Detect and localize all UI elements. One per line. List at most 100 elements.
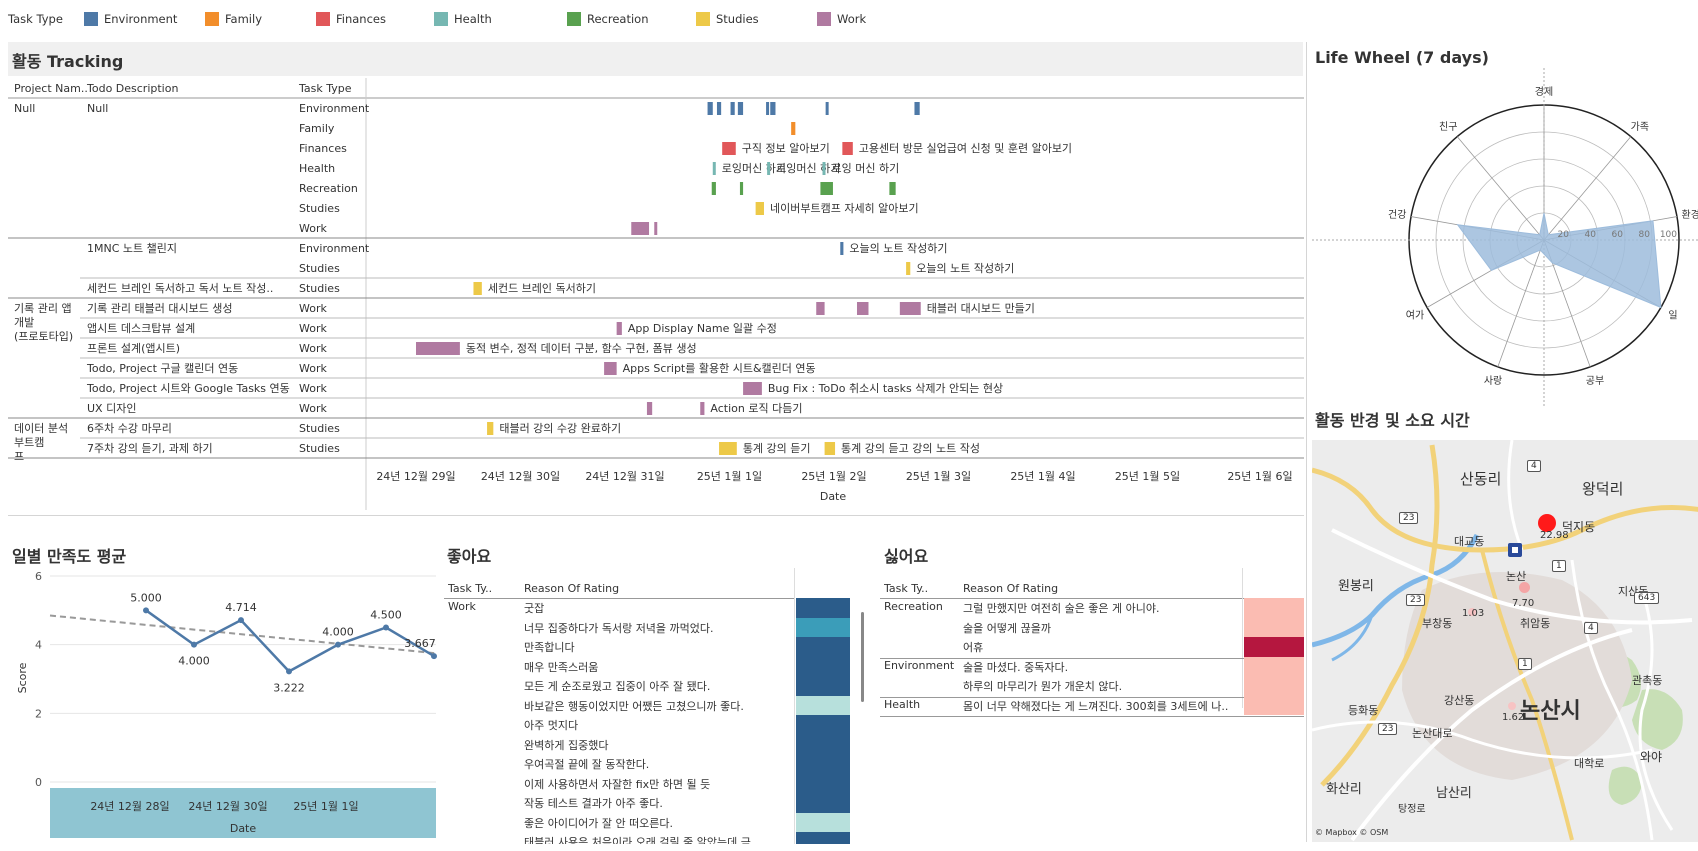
map-point-value: 1.03: [1462, 608, 1485, 619]
map-label-gangsan: 강산동: [1444, 694, 1475, 707]
likes-row-heat-cell: [796, 695, 850, 715]
row-task-type: Work: [299, 222, 327, 235]
gantt-bar-label: 오늘의 노트 작성하기: [916, 261, 1014, 275]
row-todo: 세컨드 브레인 독서하고 독서 노트 작성..: [87, 281, 273, 295]
map-route-shield: 1: [1552, 560, 1566, 572]
row-task-type: Work: [299, 402, 327, 415]
gantt-x-tick: 25년 1월 2일: [801, 469, 866, 483]
gantt-x-tick: 25년 1월 3일: [906, 469, 971, 483]
legend-label: Environment: [104, 12, 178, 26]
row-task-type: Studies: [299, 422, 340, 435]
gantt-bar: [820, 182, 833, 195]
dislikes-row-text: 어휴: [963, 641, 984, 654]
row-task-type: Work: [299, 382, 327, 395]
map-label-namsan: 남산리: [1436, 786, 1472, 801]
gantt-x-tick: 25년 1월 4일: [1010, 469, 1075, 483]
wheel-title: Life Wheel (7 days): [1315, 48, 1489, 67]
dislikes-row-text: 하루의 마무리가 뭔가 개운치 않다.: [963, 680, 1123, 693]
row-todo: 1MNC 노트 챌린지: [87, 242, 177, 255]
gantt-bar: [473, 282, 482, 295]
gantt-bar: [825, 102, 829, 115]
legend-item-environment[interactable]: Environment: [84, 12, 177, 26]
gantt-bar: [767, 162, 771, 175]
gantt-bar: [743, 382, 762, 395]
line-data-label: 3.222: [273, 681, 305, 694]
gantt-bar: [770, 102, 776, 115]
line-data-label: 3.667: [404, 637, 436, 650]
likes-row-heat-cell: [796, 637, 850, 657]
gantt-x-tick: 25년 1월 5일: [1115, 469, 1180, 483]
line-data-label: 4.500: [370, 609, 402, 622]
wheel-category-label: 건강: [1388, 209, 1406, 221]
legend-swatch: [316, 12, 330, 26]
vertical-divider: [1306, 42, 1307, 842]
map-attribution: © Mapbox © OSM: [1315, 828, 1389, 837]
gantt-bar: [604, 362, 617, 375]
legend-item-finances[interactable]: Finances: [316, 12, 386, 26]
map-point-value: 7.70: [1512, 598, 1535, 609]
gantt-bar: [822, 162, 826, 175]
legend-item-studies[interactable]: Studies: [696, 12, 759, 26]
gantt-bar: [824, 442, 836, 455]
row-todo: 7주차 강의 듣기, 과제 하기: [87, 441, 213, 455]
dislikes-row-text: 몸이 너무 약해졌다는 게 느껴진다. 300회를 3세트에 나..: [963, 699, 1229, 713]
legend-swatch: [696, 12, 710, 26]
wheel-spoke: [1543, 136, 1632, 241]
gantt-bar: [719, 442, 737, 455]
line-point: [335, 641, 341, 648]
map-label-hwasan: 화산리: [1326, 782, 1362, 797]
gantt-title: 활동 Tracking: [12, 52, 124, 71]
wheel-data-polygon: [1456, 212, 1662, 309]
row-task-type: Recreation: [299, 182, 358, 195]
gantt-bar: [654, 222, 658, 235]
row-task-type: Work: [299, 302, 327, 315]
map-point-nonsan[interactable]: [1519, 582, 1530, 593]
gantt-x-tick: 24년 12월 30일: [481, 469, 560, 483]
likes-row-text: 아주 멋지다: [524, 719, 579, 732]
gantt-bar: [646, 402, 653, 415]
likes-row-text: 바보같은 행동이었지만 어쨌든 고쳤으니까 좋다.: [524, 699, 744, 713]
wheel-category-label: 공부: [1586, 375, 1604, 387]
row-task-type: Work: [299, 342, 327, 355]
gantt-bar: [716, 102, 722, 115]
map-point-bucheong[interactable]: [1468, 608, 1476, 616]
row-todo: Null: [87, 102, 108, 115]
dislikes-row-heat-cell: [1244, 637, 1304, 657]
line-point: [431, 653, 437, 660]
legend-item-health[interactable]: Health: [434, 12, 492, 26]
likes-col-border: [794, 568, 795, 844]
likes-scrollbar[interactable]: [861, 612, 864, 702]
gantt-bar: [766, 102, 770, 115]
map-point-value: 22.98: [1540, 530, 1569, 541]
map-point-gangsan[interactable]: [1508, 702, 1516, 710]
gantt-bar: [737, 102, 744, 115]
line-point: [383, 624, 389, 631]
legend-item-work[interactable]: Work: [817, 12, 866, 26]
wheel-spoke: [1497, 239, 1545, 367]
gantt-bar: [856, 302, 869, 315]
row-todo: 6주차 수강 마무리: [87, 422, 172, 435]
map-point-deokji[interactable]: [1538, 514, 1556, 532]
legend-item-recreation[interactable]: Recreation: [567, 12, 649, 26]
gantt-bar: [416, 342, 460, 355]
map-label-deungwha: 등화동: [1348, 704, 1379, 717]
wheel-radial-tick: 100: [1660, 230, 1677, 240]
map-label-wangdeok: 왕덕리: [1582, 480, 1624, 498]
map-base: [1312, 440, 1698, 842]
likes-row-heat-cell: [796, 598, 850, 618]
legend-item-family[interactable]: Family: [205, 12, 262, 26]
wheel-radial-tick: 40: [1585, 230, 1597, 240]
legend-swatch: [84, 12, 98, 26]
row-task-type: Studies: [299, 262, 340, 275]
likes-col-reason: Reason Of Rating: [524, 582, 620, 595]
line-y-tick: 0: [35, 776, 42, 789]
gantt-bar: [889, 182, 896, 195]
gantt-bar-label: 통계 강의 듣기: [743, 442, 811, 455]
line-data-label: 4.000: [178, 655, 210, 668]
row-project: 부트캠: [14, 436, 44, 449]
likes-row-heat-cell: [796, 773, 850, 793]
map-route-shield: 1: [1518, 658, 1532, 670]
